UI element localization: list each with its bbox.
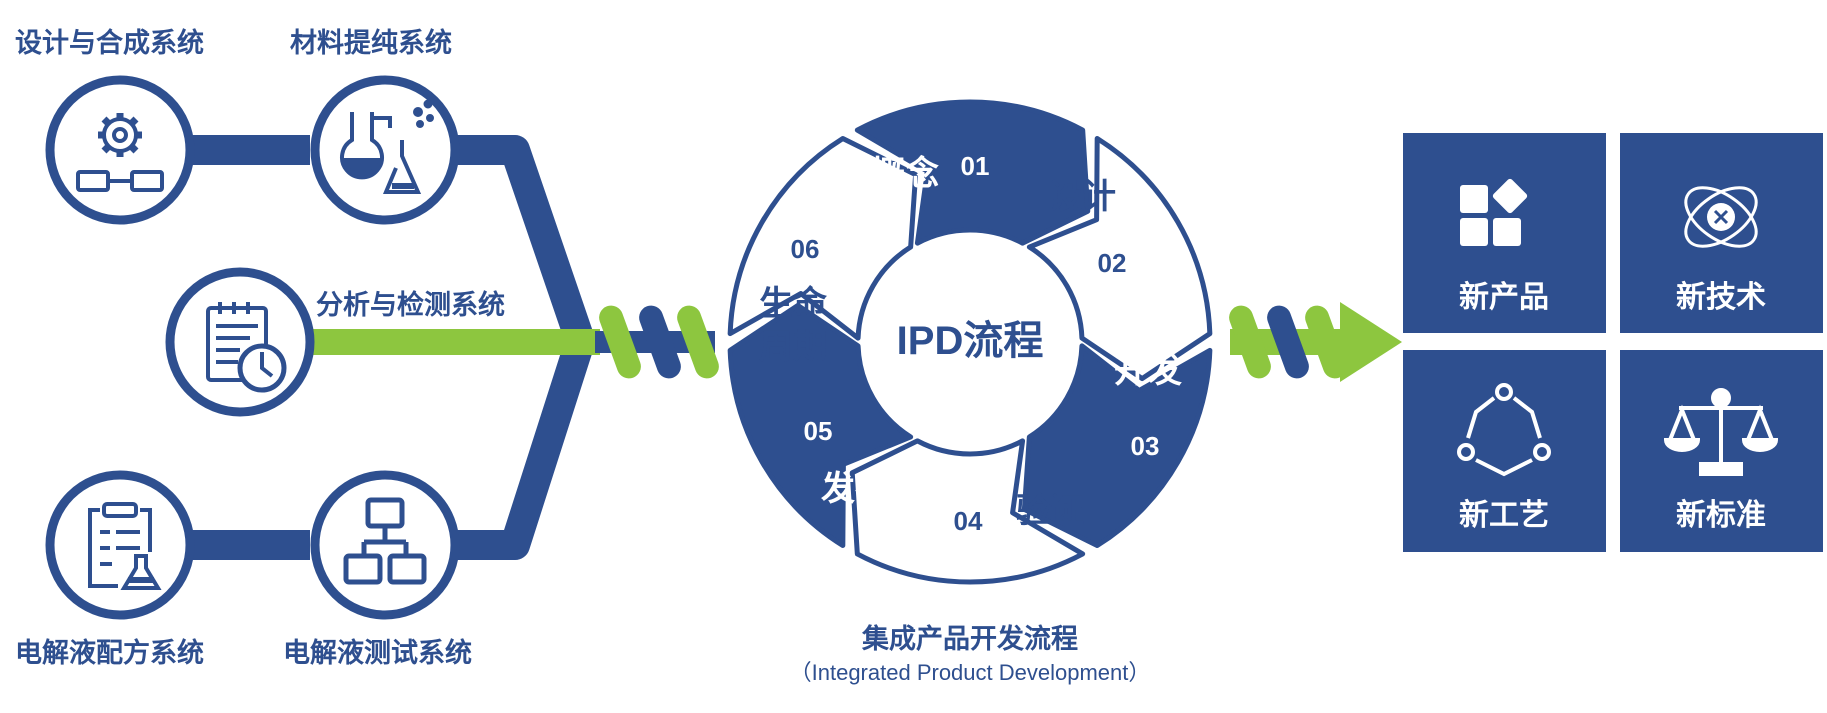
label-design-synthesis: 设计与合成系统 [15, 27, 204, 58]
ipd-caption-en: （Integrated Product Development） [790, 660, 1151, 685]
network-icon [1457, 383, 1551, 477]
phase-number-design: 02 [1098, 248, 1127, 278]
twist-connector-left [595, 305, 719, 379]
blocks-icon [1460, 178, 1528, 246]
twist-arrow-right [1229, 302, 1402, 382]
clipboard-beaker-icon [88, 502, 162, 590]
node-electrolyte-testing [310, 470, 460, 620]
atom-icon [1684, 186, 1758, 248]
flask-icon [340, 99, 434, 194]
phase-number-develop: 03 [1131, 431, 1160, 461]
ipd-segment-develop [1021, 343, 1213, 549]
phase-name-develop: 开发 [1114, 352, 1182, 390]
line-purify-to-hub [455, 135, 595, 345]
ipd-center-label: IPD流程 [897, 319, 1044, 363]
outcome-tile-standard: 新标准 [1620, 350, 1823, 552]
phase-number-concept: 01 [961, 151, 990, 181]
outcome-label-process: 新工艺 [1459, 499, 1549, 532]
ipd-segment-verify [849, 438, 1086, 585]
outcome-tile-process: 新工艺 [1403, 350, 1606, 552]
phase-number-release: 05 [804, 416, 833, 446]
phase-name-design: 设计 [1048, 178, 1116, 216]
ipd-cycle: IPD流程 概念 01 设计 02 开发 03 验证 04 发布 05 生命 周… [720, 92, 1220, 592]
outcome-label-technology: 新技术 [1676, 281, 1766, 314]
connector-lines [188, 135, 600, 560]
phase-name-lifecycle-1: 生命 [759, 284, 827, 323]
clipboard-clock-icon [206, 302, 287, 393]
phase-name-release: 发布 [821, 470, 889, 508]
label-electrolyte-formulation: 电解液配方系统 [15, 637, 204, 668]
outcome-label-standard: 新标准 [1676, 499, 1766, 532]
phase-name-lifecycle-2: 周期 [759, 328, 827, 366]
label-analysis-testing: 分析与检测系统 [316, 289, 505, 320]
label-material-purification: 材料提纯系统 [290, 27, 452, 58]
node-design-synthesis [45, 75, 195, 225]
node-material-purification [310, 75, 460, 225]
phase-number-lifecycle: 06 [791, 234, 820, 264]
ipd-segment-concept [854, 99, 1091, 246]
outcome-tile-product: 新产品 [1403, 133, 1606, 333]
ipd-segment-release [727, 302, 914, 549]
hierarchy-icon [343, 497, 427, 585]
phase-name-verify: 验证 [1016, 491, 1084, 530]
gear-chain-icon [76, 113, 164, 192]
scales-icon [1663, 388, 1779, 476]
line-test-to-hub [455, 337, 595, 560]
phase-name-concept: 概念 [871, 154, 939, 193]
ipd-segment-design [1026, 135, 1213, 382]
phase-number-verify: 04 [954, 506, 983, 536]
outcome-tile-technology: 新技术 [1620, 133, 1823, 333]
ipd-segment-lifecycle [727, 135, 919, 341]
node-analysis-testing [165, 267, 315, 417]
outcome-label-product: 新产品 [1459, 281, 1549, 314]
label-electrolyte-testing: 电解液测试系统 [283, 637, 472, 668]
node-electrolyte-formulation [45, 470, 195, 620]
ipd-caption: 集成产品开发流程 [861, 623, 1078, 654]
